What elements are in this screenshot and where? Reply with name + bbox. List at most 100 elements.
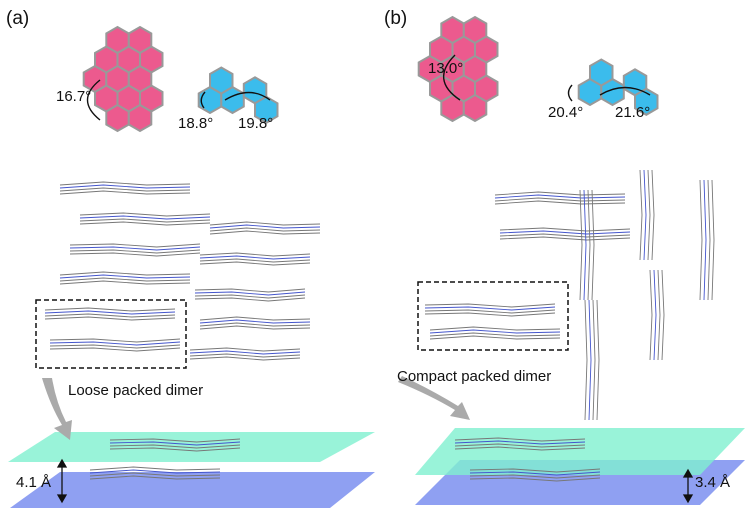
packed-molecule-line [584,299,588,421]
packed-molecule-line [494,197,626,202]
packed-molecule-line [44,310,176,315]
donor-ring [127,103,153,133]
packed-molecule-line [429,326,561,331]
packed-molecule-line [89,472,221,477]
packed-molecule-line [49,344,181,349]
packed-molecule-line [59,184,191,189]
distance-arrow-b [682,468,694,504]
packed-molecule-line [591,189,595,301]
acceptor-ring [254,95,279,124]
packed-molecule-line [189,353,301,358]
packed-molecule-line [59,274,191,279]
distance-label-a: 4.1 Å [16,474,52,491]
packed-molecule-line [209,224,321,229]
packed-molecule-line [49,341,181,346]
packed-molecule-line [194,294,306,299]
packed-molecule-line [44,307,176,312]
packed-molecule-line [454,440,586,445]
packed-molecule-line [59,277,191,282]
packed-molecule-line [499,233,631,238]
packed-molecule-line [69,243,201,248]
donor-ring [462,93,488,123]
packed-molecule-line [643,169,647,261]
packed-molecule-line [79,218,211,223]
packed-molecule-line [79,212,211,217]
dimer-box-a [35,299,187,369]
packed-molecule-line [429,329,561,334]
packed-molecule-line [499,236,631,241]
donor-ring [440,93,465,123]
packed-molecule-line [209,221,321,226]
packed-molecule-line [59,190,191,195]
packed-molecule-line [429,335,561,340]
packed-molecule-line [199,255,311,260]
packed-molecule-line [494,194,626,199]
packed-molecule-line [199,316,311,321]
packed-molecule-line [454,446,586,451]
dimer-label-a: Loose packed dimer [68,382,204,399]
zoom-arrow-b [398,376,470,420]
top-plane-a [8,432,375,462]
packed-molecule-line [639,169,643,261]
panel-label-a: (a) [6,8,30,29]
packed-molecule-line [499,230,631,235]
packed-molecule-line [109,438,241,443]
packed-molecule-line [199,258,311,263]
packed-molecule-line [699,179,703,301]
panel-label-b: (b) [384,8,408,29]
packed-molecule-line [189,347,301,352]
angle-label: 20.4° [548,104,584,121]
packed-molecule-line [89,469,221,474]
packed-molecule-line [494,191,626,196]
packed-molecule-line [592,299,596,421]
packed-molecule-line [199,325,311,330]
acceptor-ring [589,58,614,87]
packed-molecule-line [79,215,211,220]
packed-molecule-line [209,227,321,232]
angle-label: 13.0° [428,60,464,77]
packed-molecule-line [194,291,306,296]
top-plane-b [415,428,745,475]
packed-molecule-line [469,471,601,476]
packed-molecule-line [44,313,176,318]
packed-molecule-line [69,252,201,257]
acceptor-ring [209,66,234,95]
packed-molecule-line [59,181,191,186]
packed-molecule-line [424,309,556,314]
angle-label: 19.8° [238,115,274,132]
packed-molecule-line [49,347,181,352]
packed-molecule-line [199,252,311,257]
packed-molecule-line [454,437,586,442]
packed-molecule-line [49,338,181,343]
dimer-box-b [417,281,569,351]
packed-molecule-line [189,350,301,355]
packed-molecule-line [79,221,211,226]
packed-molecule-line [109,444,241,449]
packed-molecule-line [424,306,556,311]
packed-molecule-line [583,189,587,301]
packed-molecule-line [469,468,601,473]
packed-molecule-line [494,200,626,205]
packed-molecule-line [596,299,600,421]
packed-molecule-line [89,475,221,480]
packed-molecule-line [109,447,241,452]
packed-molecule-line [69,246,201,251]
distance-label-b: 3.4 Å [695,474,731,491]
packed-molecule-line [109,441,241,446]
acceptor-ring [634,87,659,116]
packed-molecule-line [199,261,311,266]
packed-molecule-line [59,280,191,285]
packed-molecule-line [657,269,661,361]
packed-molecule-line [454,443,586,448]
angle-label: 21.6° [615,104,651,121]
angle-arcs [86,54,651,121]
packed-molecule-line [59,187,191,192]
dimer-label-b: Compact packed dimer [397,368,552,385]
bottom-plane-a [10,472,375,508]
packed-molecule-line [209,230,321,235]
packed-molecule-line [194,297,306,302]
packed-molecule-line [424,303,556,308]
packed-molecule-line [69,249,201,254]
